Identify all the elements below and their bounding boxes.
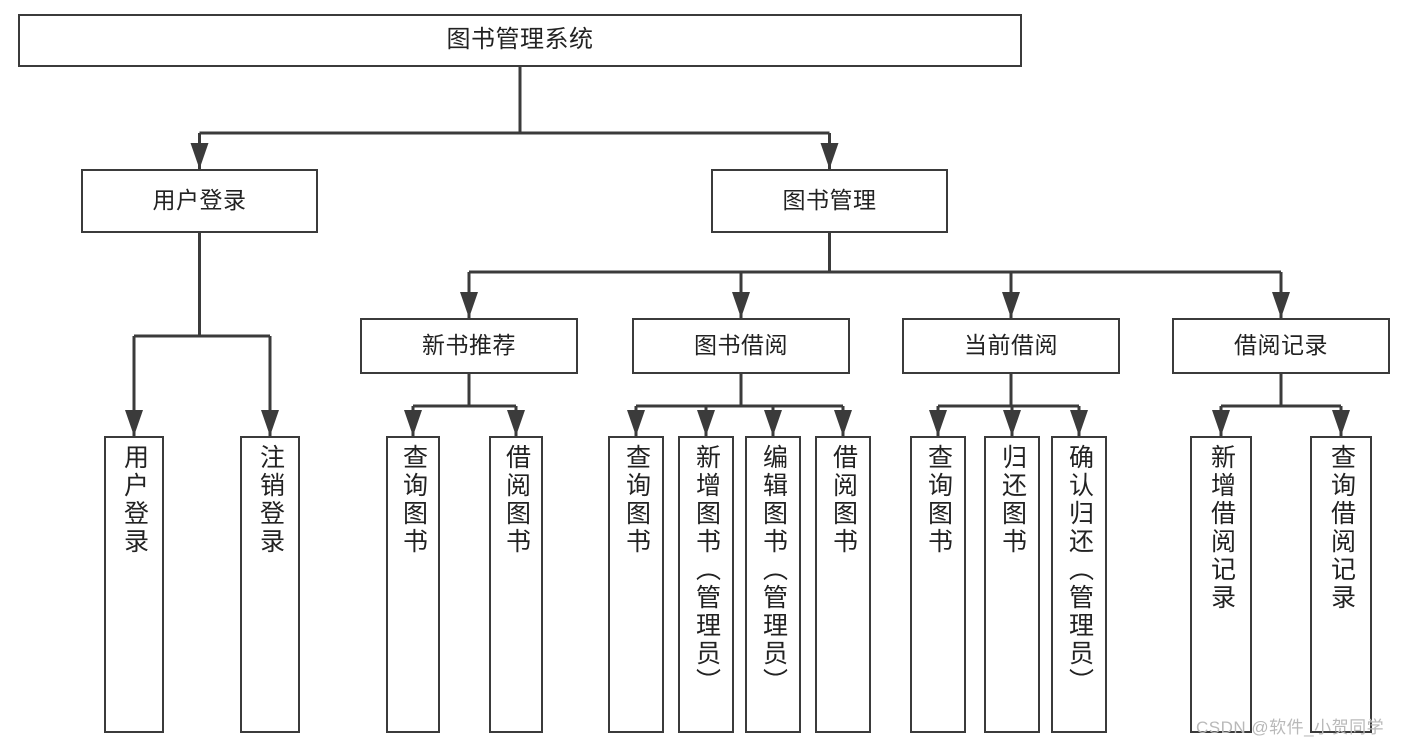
node-leaf-cu-confirm[interactable]: 确认归还（管理员） xyxy=(1051,436,1107,733)
node-label: 确认归还（管理员） xyxy=(1065,444,1094,696)
node-leaf-br-add[interactable]: 新增图书（管理员） xyxy=(678,436,734,733)
node-label: 新增图书（管理员） xyxy=(692,444,721,696)
node-leaf-nb-query[interactable]: 查询图书 xyxy=(386,436,440,733)
node-leaf-nb-borrow[interactable]: 借阅图书 xyxy=(489,436,543,733)
node-label: 图书管理 xyxy=(782,187,877,214)
node-newbook[interactable]: 新书推荐 xyxy=(360,318,578,374)
node-label: 当前借阅 xyxy=(964,332,1058,359)
node-label: 查询图书 xyxy=(399,444,428,556)
arrow-head-icon xyxy=(627,410,645,436)
node-label: 新增借阅记录 xyxy=(1207,444,1236,612)
arrow-head-icon xyxy=(820,143,839,169)
arrow-head-icon xyxy=(1002,292,1020,318)
node-record[interactable]: 借阅记录 xyxy=(1172,318,1390,374)
arrow-head-icon xyxy=(697,410,715,436)
arrow-head-icon xyxy=(834,410,852,436)
arrow-head-icon xyxy=(261,410,279,436)
node-label: 借阅记录 xyxy=(1234,332,1328,359)
arrow-head-icon xyxy=(1003,410,1021,436)
node-leaf-cu-query[interactable]: 查询图书 xyxy=(910,436,966,733)
node-leaf-user-login[interactable]: 用户登录 xyxy=(104,436,164,733)
node-label: 新书推荐 xyxy=(422,332,516,359)
node-leaf-rc-query[interactable]: 查询借阅记录 xyxy=(1310,436,1372,733)
node-label: 图书借阅 xyxy=(694,332,788,359)
node-label: 用户登录 xyxy=(120,444,149,556)
csdn-watermark: CSDN @软件_小贺同学 xyxy=(1196,718,1385,737)
node-label: 借阅图书 xyxy=(829,444,858,556)
arrow-head-icon xyxy=(929,410,947,436)
arrow-head-icon xyxy=(764,410,782,436)
node-bookmgmt[interactable]: 图书管理 xyxy=(711,169,948,233)
arrow-head-icon xyxy=(460,292,478,318)
node-leaf-cu-return[interactable]: 归还图书 xyxy=(984,436,1040,733)
node-root[interactable]: 图书管理系统 xyxy=(18,14,1022,67)
arrow-head-icon xyxy=(1332,410,1350,436)
node-label: 编辑图书（管理员） xyxy=(759,444,788,696)
node-label: 注销登录 xyxy=(256,444,285,556)
arrow-head-icon xyxy=(404,410,422,436)
arrow-head-icon xyxy=(1272,292,1290,318)
node-leaf-rc-add[interactable]: 新增借阅记录 xyxy=(1190,436,1252,733)
node-label: 查询图书 xyxy=(622,444,651,556)
node-current[interactable]: 当前借阅 xyxy=(902,318,1120,374)
node-leaf-br-query[interactable]: 查询图书 xyxy=(608,436,664,733)
node-label: 借阅图书 xyxy=(502,444,531,556)
node-borrow[interactable]: 图书借阅 xyxy=(632,318,850,374)
node-label: 图书管理系统 xyxy=(446,26,594,54)
node-leaf-br-edit[interactable]: 编辑图书（管理员） xyxy=(745,436,801,733)
node-label: 查询图书 xyxy=(924,444,953,556)
arrow-head-icon xyxy=(125,410,143,436)
arrow-head-icon xyxy=(507,410,525,436)
node-label: 归还图书 xyxy=(998,444,1027,556)
node-leaf-br-lend[interactable]: 借阅图书 xyxy=(815,436,871,733)
node-login[interactable]: 用户登录 xyxy=(81,169,318,233)
arrow-head-icon xyxy=(1070,410,1088,436)
arrow-head-icon xyxy=(732,292,750,318)
arrow-head-icon xyxy=(1212,410,1230,436)
node-leaf-user-logout[interactable]: 注销登录 xyxy=(240,436,300,733)
arrow-head-icon xyxy=(190,143,209,169)
node-label: 查询借阅记录 xyxy=(1327,444,1356,612)
node-label: 用户登录 xyxy=(152,187,247,214)
